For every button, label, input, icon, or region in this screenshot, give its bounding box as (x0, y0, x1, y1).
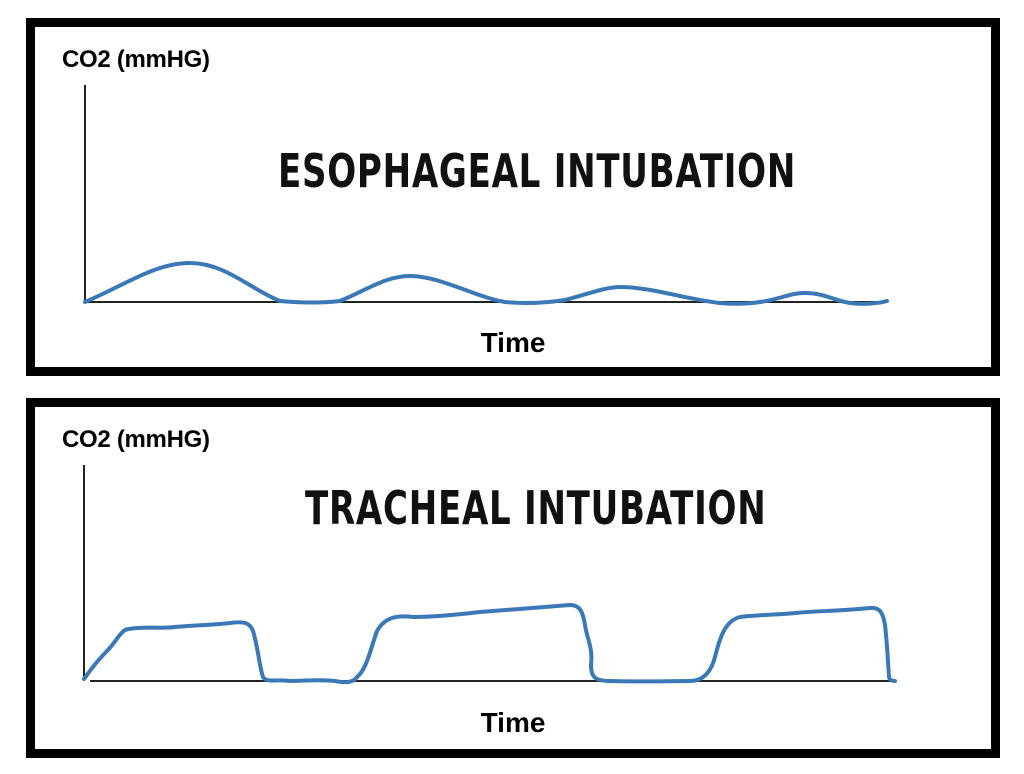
co2-waveform-line (82, 603, 897, 685)
x-axis-label: Time (480, 327, 546, 358)
tracheal-intubation-panel: CO2 (mmHG) TRACHEAL INTUBATION Time (26, 398, 1000, 758)
y-axis-label: CO2 (mmHG) (62, 46, 210, 73)
esophageal-intubation-panel: CO2 (mmHG) ESOPHAGEAL INTUBATION Time (26, 18, 1000, 376)
tracheal-waveform-plot (82, 465, 897, 685)
x-axis-label: Time (480, 707, 546, 738)
y-axis-label: CO2 (mmHG) (62, 426, 210, 453)
panel-title: TRACHEAL INTUBATION (305, 481, 767, 535)
esophageal-waveform-plot (83, 85, 889, 306)
panel-title: ESOPHAGEAL INTUBATION (278, 144, 797, 198)
co2-waveform-line (83, 261, 889, 306)
